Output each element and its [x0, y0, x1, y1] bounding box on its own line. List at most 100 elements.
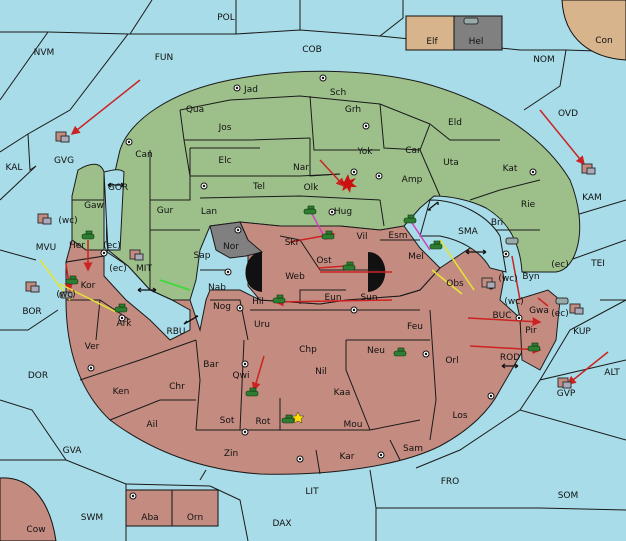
label-feu: Feu [407, 322, 423, 332]
label-gwa-ec: (ec) [551, 309, 569, 319]
label-pir: Pir [525, 326, 537, 336]
army-unit [393, 347, 407, 357]
label-pol: POL [217, 13, 235, 23]
label-ver: Ver [85, 342, 100, 352]
label-sap: Sap [194, 251, 211, 261]
label-nar: Nar [293, 163, 309, 173]
label-cob: COB [302, 45, 322, 55]
label-kaa: Kaa [334, 388, 351, 398]
red-region-west [65, 239, 109, 263]
label-gvg: GVG [54, 156, 74, 166]
label-rbu: RBU [166, 327, 185, 337]
army-unit [65, 275, 79, 285]
label-elc: Elc [218, 156, 231, 166]
label-rod: ROD [500, 353, 520, 363]
label-neu: Neu [367, 346, 385, 356]
army-unit [114, 303, 128, 313]
label-orn: Orn [187, 513, 203, 523]
label-nom: NOM [533, 55, 555, 65]
label-mel: Mel [408, 252, 424, 262]
label-her-ec: (ec) [103, 241, 121, 251]
label-rie: Rie [521, 200, 536, 210]
label-gor: GOR [108, 183, 128, 193]
label-nil: Nil [315, 367, 327, 377]
fleet-unit [129, 249, 144, 261]
label-byn: Byn [522, 272, 539, 282]
label-alt: ALT [604, 368, 620, 378]
label-bri: Bri [491, 218, 503, 228]
label-gwa-wc: (wc) [504, 297, 523, 307]
label-her-wc: (wc) [58, 216, 77, 226]
label-gva: GVA [63, 446, 83, 456]
label-yok: Yok [356, 147, 373, 157]
label-zin: Zin [224, 449, 238, 459]
label-rot: Rot [256, 417, 271, 427]
label-kup: KUP [573, 327, 591, 337]
label-byn-ec: (ec) [551, 260, 569, 270]
label-jos: Jos [218, 123, 232, 133]
label-chp: Chp [299, 345, 317, 355]
fleet-unit [555, 297, 569, 305]
label-eld: Eld [448, 118, 462, 128]
label-tei: TEI [590, 259, 605, 269]
black-cap-west [245, 252, 262, 292]
label-tel: Tel [252, 182, 265, 192]
passage-arrows [107, 182, 519, 369]
label-obs: Obs [446, 279, 464, 289]
label-nvm: NVM [34, 48, 55, 58]
label-sma: SMA [458, 227, 478, 237]
army-unit [303, 205, 317, 215]
label-mit: MIT [136, 264, 152, 274]
label-nog: Nog [213, 302, 231, 312]
label-amp: Amp [402, 175, 423, 185]
label-chr: Chr [169, 382, 185, 392]
label-hug: Hug [334, 207, 352, 217]
label-vil: Vil [357, 232, 368, 242]
label-gur: Gur [157, 206, 174, 216]
territory-orn[interactable] [171, 489, 219, 527]
army-unit [403, 214, 417, 224]
inner-sea-sma [419, 199, 507, 273]
label-bar: Bar [203, 360, 219, 370]
supply-centers [87, 74, 537, 500]
fleet-unit [557, 377, 572, 389]
label-dax: DAX [272, 519, 291, 529]
fleet-unit [25, 281, 40, 293]
label-uru: Uru [254, 320, 270, 330]
label-som: SOM [558, 491, 579, 501]
units-armies [65, 205, 541, 424]
label-gvp: GVP [557, 389, 576, 399]
label-car: Car [405, 146, 421, 156]
army-unit [429, 240, 443, 250]
label-kat: Kat [503, 164, 518, 174]
label-mou: Mou [344, 420, 363, 430]
territory-elf[interactable] [405, 15, 455, 51]
label-ost: Ost [316, 256, 332, 266]
fleet-unit [581, 163, 596, 175]
label-kor-wc: (wc) [56, 290, 75, 300]
red-region-center [239, 221, 441, 305]
red-inner-borders [66, 235, 437, 481]
label-kor-ec: (ec) [109, 264, 127, 274]
label-lit: LIT [305, 487, 319, 497]
label-sam: Sam [403, 444, 423, 454]
label-uta: Uta [443, 158, 459, 168]
label-sot: Sot [220, 416, 235, 426]
label-con: Con [595, 36, 613, 46]
fleet-unit [463, 17, 479, 25]
label-her: Her [69, 241, 85, 251]
label-jad: Jad [243, 85, 258, 95]
territory-con[interactable] [561, 0, 626, 61]
label-cow: Cow [26, 525, 45, 535]
army-unit [321, 230, 335, 240]
label-can: Can [135, 150, 153, 160]
label-hil: Hil [252, 297, 264, 307]
label-ark: Ark [116, 319, 132, 329]
green-inner-borders [72, 95, 541, 290]
fleet-unit [59, 291, 73, 299]
army-unit [272, 294, 286, 304]
label-ovd: OVD [558, 109, 578, 119]
label-aba: Aba [141, 513, 158, 523]
label-sun: Sun [360, 293, 377, 303]
